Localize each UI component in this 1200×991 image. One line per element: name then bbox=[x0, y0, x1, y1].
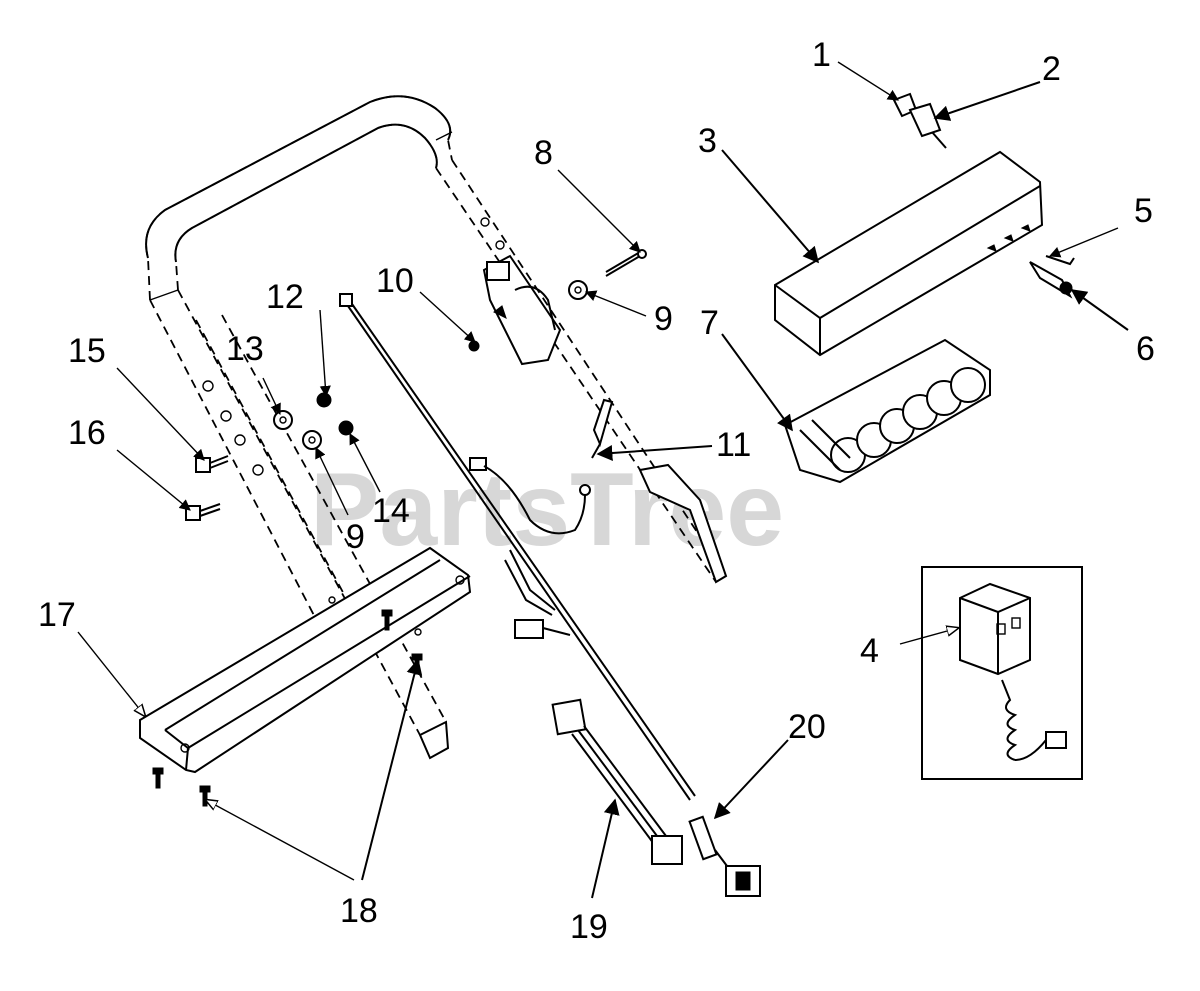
wire-harness bbox=[339, 293, 696, 801]
battery-cover-part-3 bbox=[774, 150, 1044, 357]
bracket-part-17 bbox=[139, 546, 472, 774]
callout-8: 8 bbox=[534, 134, 553, 172]
callout-2: 2 bbox=[1042, 50, 1061, 88]
callout-14: 14 bbox=[372, 492, 410, 530]
callout-9b: 9 bbox=[346, 518, 365, 556]
callout-5: 5 bbox=[1134, 192, 1153, 230]
callout-10: 10 bbox=[376, 262, 414, 300]
callout-3: 3 bbox=[698, 122, 717, 160]
callout-18: 18 bbox=[340, 892, 378, 930]
handle-outline bbox=[145, 95, 728, 760]
bolt-part-16 bbox=[185, 503, 221, 521]
bolt-part-15 bbox=[195, 455, 229, 473]
callout-11: 11 bbox=[716, 426, 751, 464]
key-switch-parts-1-2 bbox=[892, 92, 947, 149]
callout-4: 4 bbox=[860, 632, 879, 670]
callout-12: 12 bbox=[266, 278, 304, 316]
small-parts-5-6 bbox=[1029, 255, 1075, 299]
callout-labels: 1 2 3 4 5 6 7 8 9 9 10 11 12 13 14 15 16… bbox=[38, 36, 1155, 946]
callout-19: 19 bbox=[570, 908, 608, 946]
callout-15: 15 bbox=[68, 332, 106, 370]
callout-20: 20 bbox=[788, 708, 826, 746]
callout-9a: 9 bbox=[654, 300, 673, 338]
callout-17: 17 bbox=[38, 596, 76, 634]
callout-13: 13 bbox=[226, 330, 264, 368]
callout-1: 1 bbox=[812, 36, 831, 74]
leader-lines bbox=[77, 61, 1129, 899]
charger-part-4 bbox=[921, 566, 1083, 780]
callout-16: 16 bbox=[68, 414, 106, 452]
callout-7: 7 bbox=[700, 304, 719, 342]
callout-6: 6 bbox=[1136, 330, 1155, 368]
battery-pack-part-7 bbox=[783, 338, 991, 484]
harness-part-19 bbox=[551, 698, 683, 865]
switch-assembly bbox=[482, 249, 647, 366]
connector-part-20 bbox=[688, 815, 761, 897]
cable-part-11 bbox=[591, 398, 614, 459]
